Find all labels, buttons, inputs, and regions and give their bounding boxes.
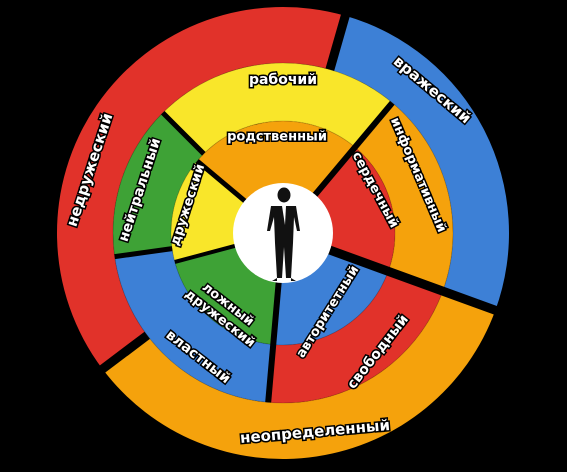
separators-layer xyxy=(96,10,501,404)
segment-middle-vlastniy xyxy=(114,248,274,403)
businessman-silhouette-icon xyxy=(267,187,300,281)
label-rodstvenniy: родственный xyxy=(227,130,327,145)
segments-layer xyxy=(57,6,510,459)
segment-middle-informativniy xyxy=(354,102,453,292)
gap-upper-right xyxy=(311,100,395,199)
gap-outer-2 xyxy=(325,10,351,71)
segment-middle-svobodniy xyxy=(268,271,443,403)
ring-boundary-1 xyxy=(170,120,396,346)
segment-outer-nedruzheskiy xyxy=(57,6,346,370)
gap-middle-left xyxy=(114,246,173,260)
ring-boundary-2 xyxy=(112,62,454,404)
segment-middle-rabochiy xyxy=(162,63,393,154)
gap-inner-upperleft xyxy=(195,159,248,205)
segment-inner-druzheskiy xyxy=(171,161,247,262)
gap-inner-left xyxy=(174,243,238,264)
segment-inner-serdechniy xyxy=(313,147,396,272)
segment-inner-rodstvenniy xyxy=(197,120,355,203)
segment-outer-neopredelenniy xyxy=(102,291,496,459)
segment-middle-neytralniy xyxy=(113,112,204,257)
segment-outer-vrazheskiy xyxy=(329,15,510,311)
gap-middle-upperleft xyxy=(161,111,206,156)
segment-inner-avtoritetniy xyxy=(273,249,389,345)
label-rabochiy: рабочий xyxy=(249,72,317,88)
gap-outer-1 xyxy=(96,331,150,376)
gap-bottom xyxy=(265,280,282,403)
segment-inner-lozhniy-druzheskiy xyxy=(174,245,279,345)
gap-main-right xyxy=(326,245,501,316)
